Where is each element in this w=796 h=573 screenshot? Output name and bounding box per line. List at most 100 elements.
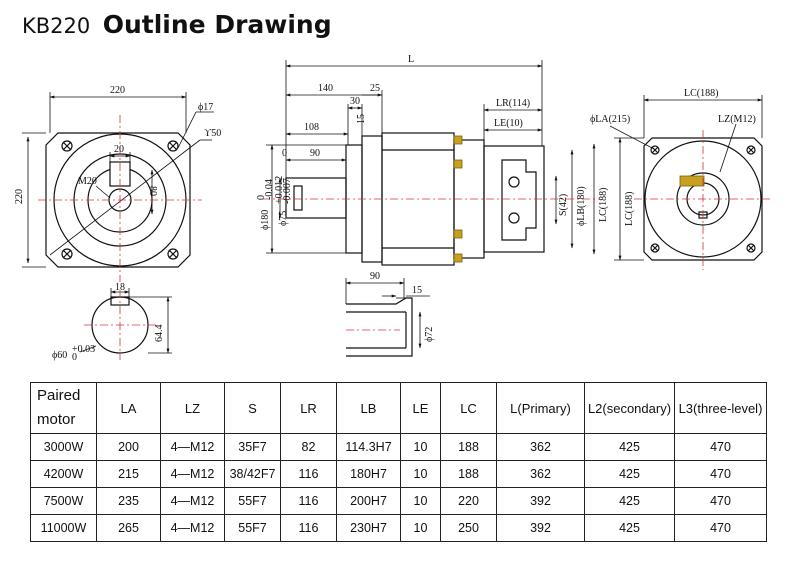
side-15-label: 15 bbox=[356, 114, 367, 124]
table-header-row: Paired motor LA LZ S LR LB LE LC L(Prima… bbox=[30, 382, 767, 434]
rear-centerlines bbox=[634, 130, 772, 270]
shaft-phi60-tol-dn: 0 bbox=[72, 352, 77, 363]
table-cell: 362 bbox=[496, 433, 585, 461]
side-phi180-tol-up: 0 bbox=[256, 195, 267, 200]
table-cell: 200 bbox=[96, 433, 161, 461]
table-cell: 3000W bbox=[30, 433, 97, 461]
header-cell: LE bbox=[400, 382, 441, 434]
table-cell: 392 bbox=[496, 487, 585, 515]
front-dimension-lines bbox=[22, 92, 214, 268]
table-cell: 116 bbox=[280, 514, 337, 542]
header-cell: L3(three-level) bbox=[674, 382, 767, 434]
table-cell: 425 bbox=[584, 460, 675, 488]
front-view bbox=[22, 92, 214, 282]
page-title: Outline Drawing bbox=[102, 10, 332, 39]
table-cell: 188 bbox=[440, 433, 497, 461]
front-hole-label: ϕ17 bbox=[198, 102, 213, 113]
table-cell: 220 bbox=[440, 487, 497, 515]
table-cell: 4—M12 bbox=[160, 487, 225, 515]
table-cell: 392 bbox=[496, 514, 585, 542]
side-S-label: S(42) bbox=[558, 194, 569, 216]
header-cell: LR bbox=[280, 382, 337, 434]
table-cell: 4—M12 bbox=[160, 460, 225, 488]
table-cell: 4200W bbox=[30, 460, 97, 488]
header-cell: L(Primary) bbox=[496, 382, 585, 434]
outline-drawing: 220 220 ϕ17 ϒ50 20 M20 80 bbox=[14, 54, 772, 363]
side-phi180-label: ϕ180 bbox=[260, 210, 271, 230]
header-cell: S bbox=[224, 382, 281, 434]
table-cell: 230H7 bbox=[336, 514, 401, 542]
side-90-label: 90 bbox=[310, 148, 320, 159]
front-flange-outline bbox=[45, 132, 191, 268]
table-cell: 114.3H7 bbox=[336, 433, 401, 461]
table-cell: 470 bbox=[674, 460, 767, 488]
shaft-view bbox=[79, 288, 172, 360]
table-cell: 10 bbox=[400, 514, 441, 542]
rear-view bbox=[609, 95, 772, 270]
table-cell: 55F7 bbox=[224, 487, 281, 515]
side-phi75-tol-up: +0.012 bbox=[274, 176, 285, 204]
table-cell: 38/42F7 bbox=[224, 460, 281, 488]
front-centerlines bbox=[38, 115, 202, 282]
bore-90-label: 90 bbox=[370, 271, 380, 282]
table-cell: 10 bbox=[400, 433, 441, 461]
motor-flange bbox=[483, 145, 545, 253]
side-phi180-tol: -0.04 bbox=[264, 179, 275, 200]
table-row: 3000W 200 4—M12 35F7 82 114.3H7 10 188 3… bbox=[30, 433, 767, 461]
table-cell: 470 bbox=[674, 433, 767, 461]
side-25-label: 25 bbox=[370, 83, 380, 94]
shaft-height-label: 64.4 bbox=[154, 325, 165, 343]
rear-flange-outline bbox=[643, 137, 763, 261]
table-cell: 4—M12 bbox=[160, 514, 225, 542]
table-cell: 362 bbox=[496, 460, 585, 488]
bore-15-label: 15 bbox=[412, 285, 422, 296]
bolt-heads bbox=[453, 135, 463, 263]
rear-clamp-part bbox=[679, 175, 705, 187]
header-cell: L2(secondary) bbox=[584, 382, 675, 434]
side-view-labels: L 140 25 30 15 108 0 90 LR(114) LE(10) ϕ… bbox=[256, 54, 609, 230]
table-cell: 470 bbox=[674, 514, 767, 542]
table-cell: 11000W bbox=[30, 514, 97, 542]
input-shaft bbox=[285, 177, 347, 219]
table-cell: 425 bbox=[584, 514, 675, 542]
table-cell: 10 bbox=[400, 460, 441, 488]
table-cell: 470 bbox=[674, 487, 767, 515]
rear-view-labels: LC(188) LC(188) ϕLA(215) LZ(M12) bbox=[590, 88, 756, 226]
bore-view-labels: 90 15 ϕ72 bbox=[370, 271, 435, 342]
table-cell: 116 bbox=[280, 460, 337, 488]
side-L-label: L bbox=[408, 54, 414, 65]
rear-dimension-lines bbox=[609, 95, 763, 261]
rear-LC-side-label: LC(188) bbox=[624, 192, 635, 226]
table-cell: 10 bbox=[400, 487, 441, 515]
table-cell: 215 bbox=[96, 460, 161, 488]
rear-LZ-label: LZ(M12) bbox=[718, 114, 756, 125]
rear-LA-label: ϕLA(215) bbox=[590, 114, 630, 125]
bore-view bbox=[345, 278, 430, 357]
side-phi75-group: ϕ75 +0.012 -0.007 bbox=[274, 176, 293, 226]
table-cell: 200H7 bbox=[336, 487, 401, 515]
table-row: 7500W 235 4—M12 55F7 116 200H7 10 220 39… bbox=[30, 487, 767, 515]
shaft-key-width-label: 18 bbox=[115, 282, 125, 293]
table-row: 4200W 215 4—M12 38/42F7 116 180H7 10 188… bbox=[30, 460, 767, 488]
front-key-label: 20 bbox=[114, 144, 124, 155]
page-title-block: KB220 Outline Drawing bbox=[22, 10, 332, 39]
front-mount-holes bbox=[61, 140, 179, 260]
spec-table: Paired motor LA LZ S LR LB LE LC L(Prima… bbox=[30, 382, 767, 542]
table-cell: 7500W bbox=[30, 487, 97, 515]
shaft-view-labels: 18 64.4 ϕ60 +0.03 0 bbox=[52, 282, 165, 363]
model-code: KB220 bbox=[22, 14, 91, 38]
side-view bbox=[262, 60, 600, 266]
table-row: 11000W 265 4—M12 55F7 116 230H7 10 250 3… bbox=[30, 514, 767, 542]
table-cell: 82 bbox=[280, 433, 337, 461]
side-LB-label: ϕLB(180) bbox=[576, 186, 587, 226]
bore-phi72-label: ϕ72 bbox=[424, 327, 435, 342]
side-0-label: 0 bbox=[282, 148, 287, 159]
front-depth-label: 80 bbox=[147, 186, 158, 196]
rear-LC-label: LC(188) bbox=[684, 88, 718, 99]
header-cell: LZ bbox=[160, 382, 225, 434]
side-phi75-label: ϕ75 bbox=[278, 211, 289, 226]
table-cell: 188 bbox=[440, 460, 497, 488]
shaft-phi60-tol: +0.03 bbox=[72, 344, 95, 355]
table-cell: 180H7 bbox=[336, 460, 401, 488]
table-cell: 55F7 bbox=[224, 514, 281, 542]
